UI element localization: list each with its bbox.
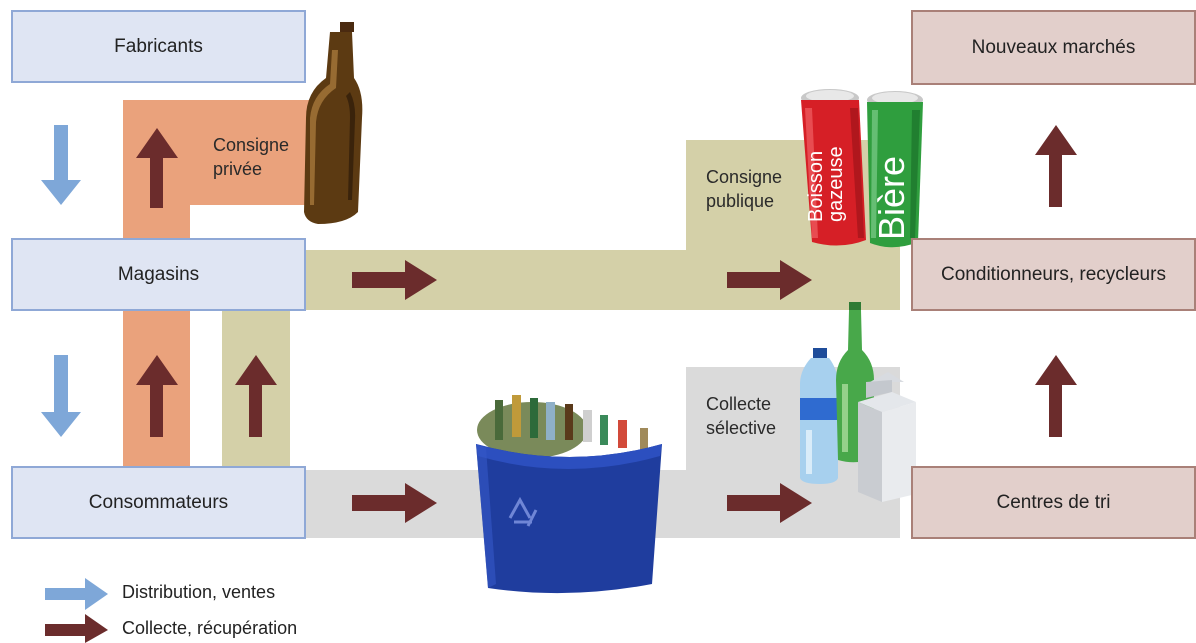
recycling-bin-image — [476, 395, 662, 594]
carton-image — [858, 372, 916, 502]
node-nouveaux-marches-label: Nouveaux marchés — [971, 36, 1136, 58]
collecte-arrow-up-consigne-publique — [235, 355, 277, 437]
node-magasins: Magasins — [11, 238, 306, 311]
node-conditionneurs-recycleurs: Conditionneurs, recycleurs — [911, 238, 1196, 311]
red-can-text-line2: gazeuse — [825, 146, 847, 222]
node-nouveaux-marches: Nouveaux marchés — [911, 10, 1196, 85]
collecte-arrow-up-conditionneurs — [1035, 355, 1077, 437]
legend-distribution-label: Distribution, ventes — [122, 582, 276, 602]
red-can-image — [801, 89, 866, 246]
collecte-selective-line2: sélective — [706, 418, 777, 438]
beer-bottle-image — [304, 22, 363, 224]
collecte-arrow-up-consommateurs-magasins — [136, 355, 178, 437]
legend-collecte-label: Collecte, récupération — [122, 618, 298, 638]
node-centres-de-tri-label: Centres de tri — [996, 491, 1111, 513]
red-can-text: Boisson gazeuse — [805, 102, 847, 222]
consigne-privee-line1: Consigne — [213, 135, 290, 155]
green-can-image — [867, 91, 923, 248]
consigne-publique-label: Consigne publique — [706, 165, 782, 213]
water-bottle-image — [800, 348, 838, 484]
red-can-text-line1: Boisson — [805, 150, 827, 222]
collecte-arrow-right-consommateurs-1 — [352, 483, 437, 523]
collecte-arrow-right-magasins-1 — [352, 260, 437, 300]
node-magasins-label: Magasins — [117, 263, 200, 285]
consigne-privee-label: Consigne privée — [213, 133, 289, 181]
consigne-publique-line1: Consigne — [706, 167, 783, 187]
green-can-text: Bière — [871, 155, 912, 240]
consigne-privee-line2: privée — [213, 159, 263, 179]
node-consommateurs: Consommateurs — [11, 466, 306, 539]
distribution-arrow-fabricants-magasins — [41, 125, 81, 205]
distribution-arrow-magasins-consommateurs — [41, 355, 81, 437]
collecte-arrow-right-magasins-2 — [727, 260, 812, 300]
legend-distribution-arrow — [45, 578, 108, 610]
node-centres-de-tri: Centres de tri — [911, 466, 1196, 539]
collecte-selective-line1: Collecte — [706, 394, 772, 414]
collecte-selective-label: Collecte sélective — [706, 392, 776, 440]
node-fabricants: Fabricants — [11, 10, 306, 83]
consigne-publique-band — [222, 140, 900, 468]
legend-collecte-arrow — [45, 614, 108, 643]
consigne-publique-line2: publique — [706, 191, 775, 211]
consigne-privee-band — [123, 100, 335, 468]
node-fabricants-label: Fabricants — [114, 35, 203, 57]
collecte-arrow-right-consommateurs-2 — [727, 483, 812, 523]
collecte-arrow-up-consigne-privee — [136, 128, 178, 208]
node-consommateurs-label: Consommateurs — [88, 491, 229, 513]
collecte-arrow-up-nouveaux-marches — [1035, 125, 1077, 207]
node-conditionneurs-label: Conditionneurs, recycleurs — [941, 263, 1166, 285]
